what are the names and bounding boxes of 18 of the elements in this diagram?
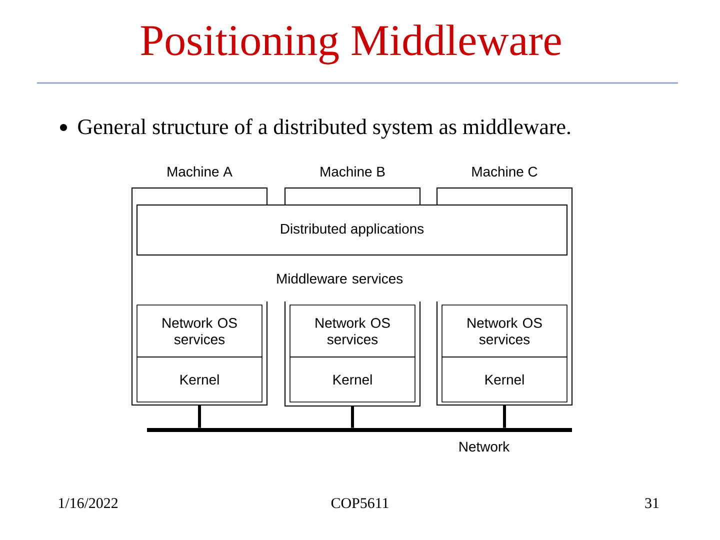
layer-box: Network OS services	[442, 304, 568, 358]
connector-line	[198, 405, 201, 428]
bullet-text: General structure of a distributed system as middleware.	[78, 118, 570, 139]
layer-box: Network OS services	[290, 304, 416, 358]
connector-line	[351, 406, 354, 428]
footer-text: COP5611	[331, 498, 388, 508]
layer-box: Kernel	[442, 356, 568, 402]
layer-box: Kernel	[290, 356, 416, 402]
layer-band: Distributed applications	[136, 204, 568, 256]
layer-band: Middleware services	[132, 254, 572, 302]
network-bus: Network	[147, 428, 572, 452]
footer-date: 1/16/2022	[59, 498, 118, 508]
layer-box: Kernel	[136, 356, 262, 402]
slide-title: Positioning Middleware	[141, 24, 561, 64]
layer-box: Network OS services	[136, 304, 262, 358]
page-number: 31	[645, 498, 659, 508]
node-label: Network	[460, 441, 510, 452]
connector-line	[503, 405, 506, 428]
